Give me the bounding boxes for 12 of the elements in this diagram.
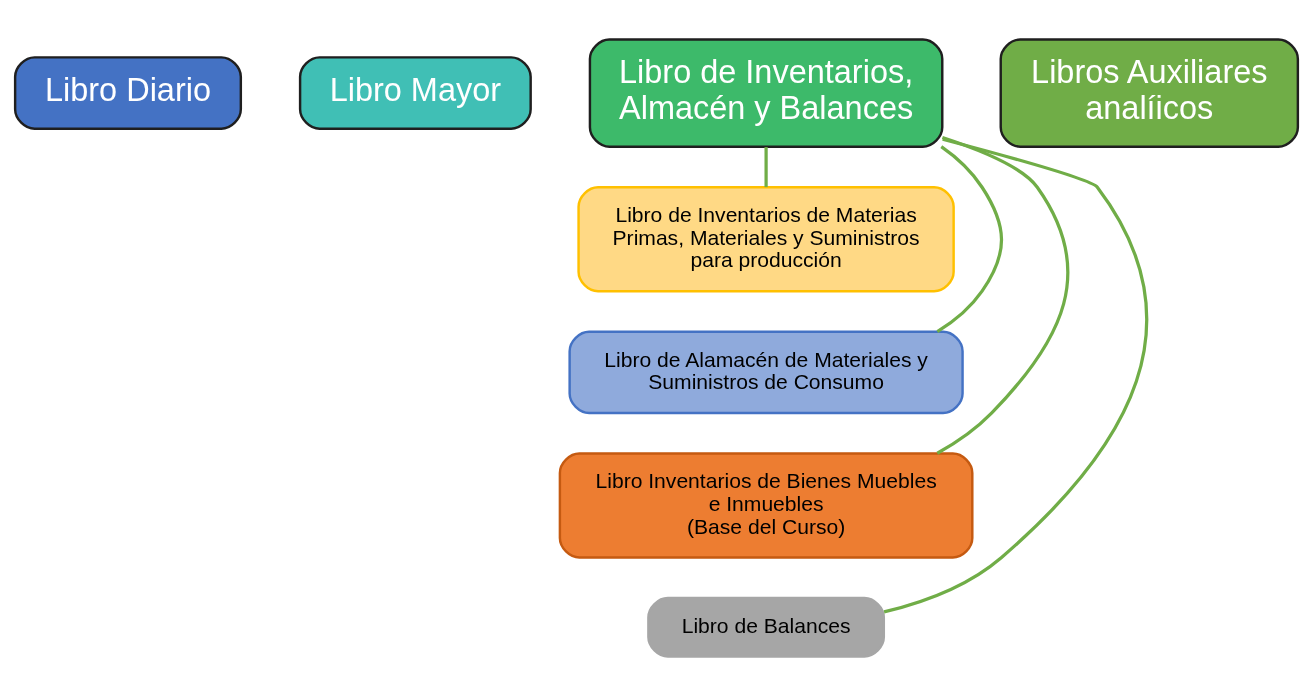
node-box: Libro Mayor <box>298 56 532 130</box>
node-box: Libro de Balances <box>647 596 886 658</box>
connector <box>883 137 1149 614</box>
connector <box>764 147 768 188</box>
node-box: Libro Inventarios de Bienes Muebles e Inmuebles (Base del Curso) <box>558 452 974 559</box>
node-box: Libro de Alamacén de Materiales y Suministros de Consumo <box>568 330 964 415</box>
connector <box>936 136 1070 455</box>
node-box: Libro Diario <box>13 56 243 130</box>
node-box: Libros Auxiliares analíicos <box>999 38 1300 148</box>
node-box: Libro de Inventarios, Almacén y Balances <box>588 38 944 148</box>
connector <box>936 145 1004 333</box>
node-box: Libro de Inventarios de Materias Primas, Materiales y Suministros para producción <box>577 186 955 293</box>
